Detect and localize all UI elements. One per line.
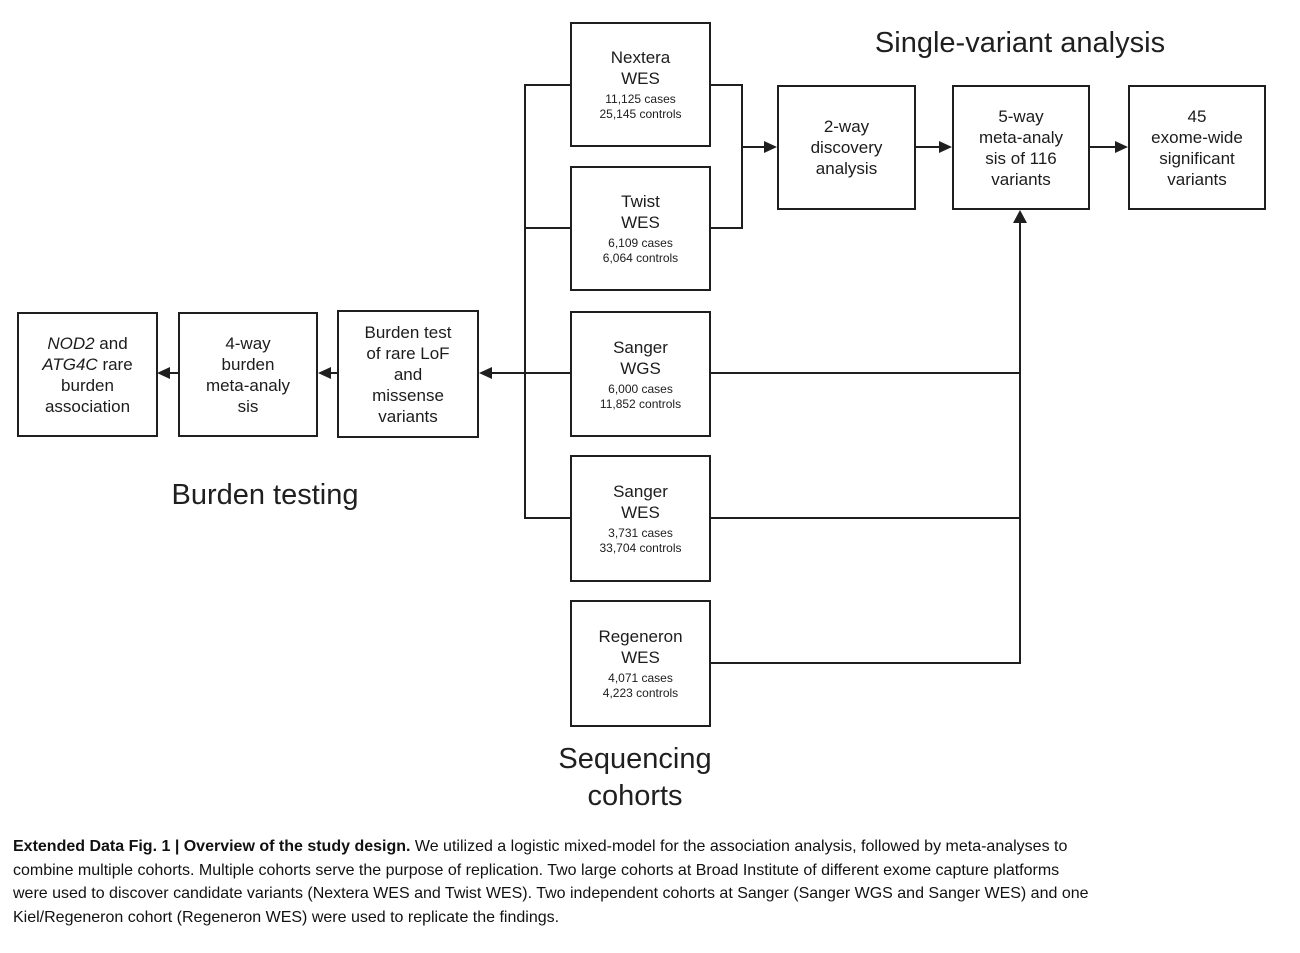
box-text-line: significant xyxy=(1159,148,1235,168)
box-text-line: sis xyxy=(237,396,259,416)
figure-caption: Extended Data Fig. 1 | Overview of the s… xyxy=(13,835,1089,929)
box-text-line: Burden test xyxy=(364,322,452,342)
box-text-line: 4-way xyxy=(225,333,271,353)
cohort-name-line: Regeneron xyxy=(598,627,683,646)
box-text-line: meta-analy xyxy=(205,375,291,395)
burden-test-arrowhead xyxy=(479,367,492,379)
nextera-left-stub xyxy=(524,84,571,86)
cohort-name-line: WES xyxy=(621,213,660,232)
gene-name-nod2: NOD2 xyxy=(47,333,95,353)
meta-to-association-arrowhead xyxy=(157,367,170,379)
cohort-cases: 6,000 cases xyxy=(608,381,673,396)
left-bracket-vline xyxy=(524,84,526,519)
cohort-name-line: Sanger xyxy=(613,482,668,501)
meta-to-significant-line xyxy=(1089,146,1116,148)
cohort-cases: 4,071 cases xyxy=(608,671,673,685)
box-text-line: and xyxy=(393,364,423,384)
significant-variants-box: 45 exome-wide significant variants xyxy=(1128,85,1266,210)
meta-to-significant-arrowhead xyxy=(1115,141,1128,153)
two-way-discovery-box: 2-way discovery analysis xyxy=(777,85,916,210)
single-variant-analysis-label: Single-variant analysis xyxy=(874,27,1166,59)
discovery-to-meta-line xyxy=(915,146,941,148)
caption-bold-lead: Extended Data Fig. 1 | Overview of the s… xyxy=(13,838,411,855)
box-text-line: sis of 116 xyxy=(985,148,1057,168)
discovery-bracket-vline xyxy=(741,84,743,229)
cohort-cases: 11,125 cases xyxy=(605,92,676,106)
box-text-line: NOD2 and xyxy=(47,333,127,354)
cohort-name-line: WES xyxy=(621,69,660,88)
gene-name-atg4c: ATG4C xyxy=(42,354,98,374)
box-text-line: of rare LoF xyxy=(366,343,450,363)
burden-test-box: Burden test of rare LoF and missense var… xyxy=(337,310,479,438)
box-text-line: discovery xyxy=(810,138,883,157)
cohort-controls: 33,704 controls xyxy=(599,541,682,555)
cohort-controls: 25,145 controls xyxy=(599,107,682,121)
burden-test-connector-line xyxy=(491,372,571,374)
regeneron-wes-box: Regeneron WES 4,071 cases 4,223 controls xyxy=(570,600,711,727)
box-text-line: 2-way xyxy=(823,117,870,136)
caption-line-4: Kiel/Regeneron cohort (Regeneron WES) we… xyxy=(13,908,560,926)
twist-right-stub xyxy=(710,227,743,229)
cohort-name-line: Nextera xyxy=(610,48,671,67)
sanger-wes-left-stub xyxy=(524,517,571,519)
twist-left-stub xyxy=(524,227,571,229)
box-text-line: missense xyxy=(372,385,444,405)
box-text-line: 45 xyxy=(1187,106,1207,126)
five-way-meta-analysis-box: 5-way meta-analy sis of 116 variants xyxy=(952,85,1090,210)
box-text-line: 5-way xyxy=(998,106,1044,126)
cohort-name-line: WGS xyxy=(620,358,661,378)
box-text-line: ATG4C rare xyxy=(42,354,132,375)
burden-association-box: NOD2 and ATG4C rare burden association xyxy=(17,312,158,437)
caption-text-fragment: We utilized a logistic mixed-model for t… xyxy=(410,838,1068,855)
cohort-cases: 3,731 cases xyxy=(608,526,673,540)
sequencing-cohorts-label-line2: cohorts xyxy=(587,780,683,812)
sanger-wes-replication-line xyxy=(710,517,1021,519)
box-text-line: exome-wide xyxy=(1151,127,1243,147)
sanger-wgs-replication-line xyxy=(710,372,1021,374)
box-text-line: analysis xyxy=(815,159,878,178)
cohort-controls: 11,852 controls xyxy=(599,396,682,411)
cohort-name-line: Sanger xyxy=(613,337,668,357)
box-text-fragment: and xyxy=(94,333,128,353)
burden-testing-label: Burden testing xyxy=(171,479,359,511)
box-text-line: meta-analy xyxy=(978,127,1064,147)
sanger-wes-box: Sanger WES 3,731 cases 33,704 controls xyxy=(570,455,711,582)
caption-line-3: were used to discover candidate variants… xyxy=(13,885,1089,902)
test-to-meta-line xyxy=(330,372,339,374)
cohort-name-line: WES xyxy=(621,648,660,667)
regeneron-replication-line xyxy=(710,662,1021,664)
box-text-line: burden xyxy=(61,375,114,395)
sequencing-cohorts-label-line1: Sequencing xyxy=(558,743,712,775)
cohort-controls: 6,064 controls xyxy=(602,251,679,265)
discovery-arrowhead xyxy=(764,141,777,153)
nextera-wes-box: Nextera WES 11,125 cases 25,145 controls xyxy=(570,22,711,147)
sequencing-cohorts-label: Sequencing cohorts xyxy=(485,741,785,815)
cohort-cases: 6,109 cases xyxy=(608,236,673,250)
caption-line-1: Extended Data Fig. 1 | Overview of the s… xyxy=(13,835,1089,859)
replication-bracket-vline xyxy=(1019,222,1021,664)
discovery-arrow-line xyxy=(741,146,766,148)
box-text-line: variants xyxy=(378,406,438,426)
nextera-right-stub xyxy=(710,84,743,86)
replication-arrowhead xyxy=(1013,210,1027,223)
meta-to-association-line xyxy=(169,372,180,374)
box-text-line: variants xyxy=(1167,169,1227,189)
twist-wes-box: Twist WES 6,109 cases 6,064 controls xyxy=(570,166,711,291)
cohort-name-line: Twist xyxy=(621,192,660,211)
caption-line-2: combine multiple cohorts. Multiple cohor… xyxy=(13,861,1060,879)
box-text-fragment: rare xyxy=(97,354,133,374)
cohort-name-line: WES xyxy=(621,503,660,522)
test-to-meta-arrowhead xyxy=(318,367,331,379)
box-text-line: burden xyxy=(221,354,275,374)
four-way-burden-meta-box: 4-way burden meta-analy sis xyxy=(178,312,318,437)
box-text-line: variants xyxy=(991,169,1051,189)
sanger-wgs-box: Sanger WGS 6,000 cases 11,852 controls xyxy=(570,311,711,437)
cohort-controls: 4,223 controls xyxy=(602,686,679,700)
discovery-to-meta-arrowhead xyxy=(939,141,952,153)
box-text-line: association xyxy=(44,396,131,416)
